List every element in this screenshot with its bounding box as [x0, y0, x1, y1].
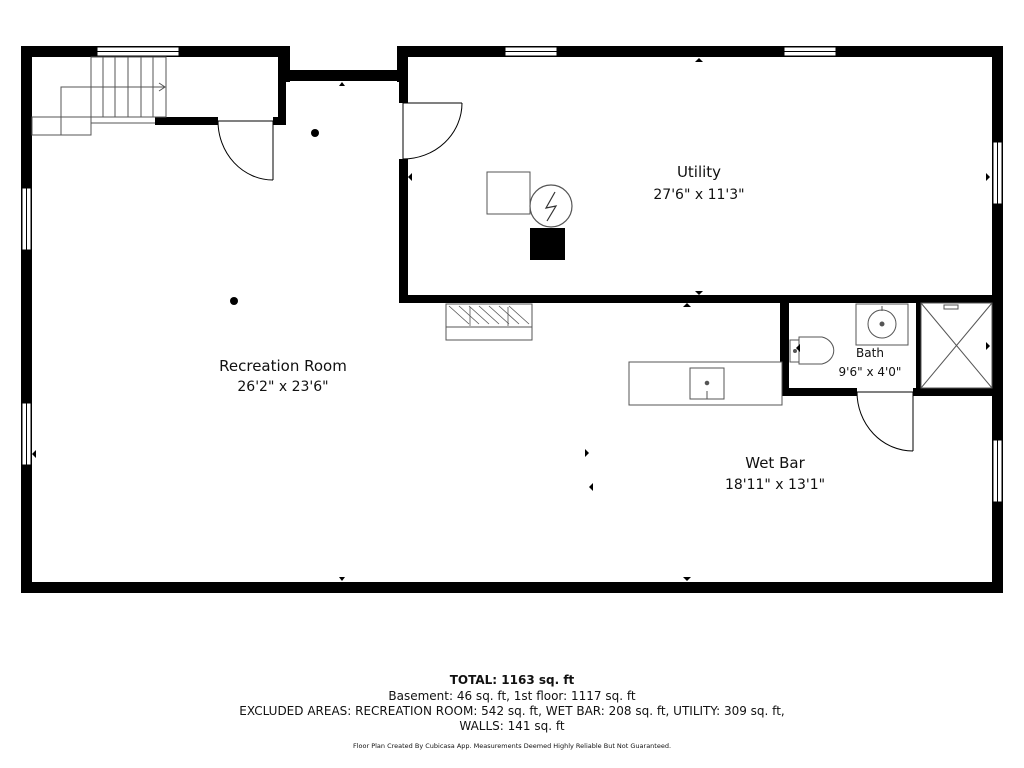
- fireplace: [445, 303, 533, 341]
- staircase: [31, 56, 167, 136]
- door-utility: [398, 102, 463, 160]
- floor-areas: Basement: 46 sq. ft, 1st floor: 1117 sq.…: [388, 689, 636, 703]
- walls-area: WALLS: 141 sq. ft: [459, 719, 565, 733]
- room-label-bath: Bath: [856, 346, 884, 360]
- furnace-box: [486, 171, 531, 215]
- bath-fixtures: [789, 302, 993, 389]
- window-top-utility-2: [783, 46, 837, 57]
- wetbar-counter: [628, 361, 783, 406]
- stair-direction-arrow-icon: [158, 82, 166, 92]
- window-left-upper: [21, 187, 32, 251]
- window-left-lower: [21, 402, 32, 466]
- windows: [21, 46, 1003, 503]
- excluded-areas: EXCLUDED AREAS: RECREATION ROOM: 542 sq.…: [239, 704, 785, 718]
- water-heater-icon: [529, 184, 573, 228]
- bath-sink-icon: [855, 303, 909, 346]
- window-right-utility: [992, 141, 1003, 205]
- door-bath: [856, 387, 914, 452]
- credit-disclaimer: Floor Plan Created By Cubicasa App. Meas…: [352, 742, 672, 750]
- room-label-recreation: Recreation Room: [219, 357, 347, 375]
- room-dims-recreation: 26'2" x 23'6": [237, 379, 328, 395]
- doors: [217, 102, 914, 452]
- utility-equipment: [486, 171, 573, 260]
- toilet-icon: [789, 336, 835, 365]
- wall-notch-top: [282, 70, 408, 81]
- electrical-panel: [530, 228, 565, 260]
- wall-stair-closet-right: [278, 52, 286, 125]
- room-dims-utility: 27'6" x 11'3": [653, 187, 744, 203]
- support-posts: [230, 129, 319, 305]
- room-dims-wetbar: 18'11" x 13'1": [725, 477, 825, 493]
- post-lower: [230, 297, 238, 305]
- room-label-wetbar: Wet Bar: [745, 454, 805, 472]
- wall-outer-left: [21, 46, 32, 593]
- window-right-wetbar: [992, 439, 1003, 503]
- wall-outer-right: [992, 46, 1003, 593]
- door-stair-closet: [217, 116, 274, 181]
- wall-bath-left: [780, 295, 789, 395]
- window-top-utility-1: [504, 46, 558, 57]
- wall-outer-bottom: [21, 582, 1003, 593]
- wall-outer-top-right: [397, 46, 1003, 57]
- post-upper: [311, 129, 319, 137]
- wall-utility-left: [399, 46, 408, 303]
- room-label-utility: Utility: [677, 163, 721, 181]
- wall-utility-bottom: [399, 295, 1003, 303]
- total-area: TOTAL: 1163 sq. ft: [449, 673, 575, 687]
- shower-icon: [920, 302, 993, 389]
- wall-shower-left: [916, 303, 921, 391]
- measurement-markers: [32, 58, 990, 581]
- room-dims-bath: 9'6" x 4'0": [839, 365, 902, 379]
- window-top-left: [96, 46, 180, 57]
